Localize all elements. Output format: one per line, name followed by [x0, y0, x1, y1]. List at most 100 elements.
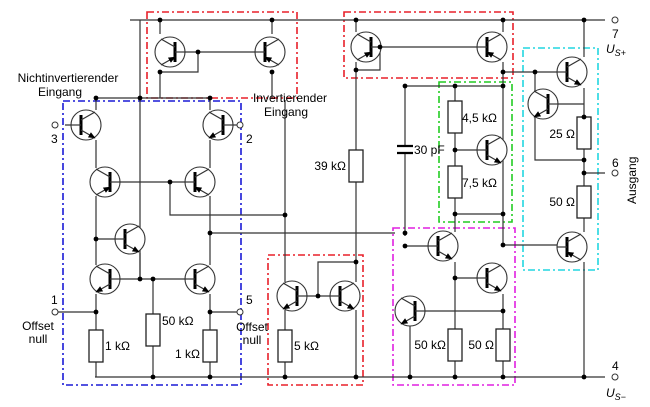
junction-dot	[452, 147, 458, 153]
r-5k-label: 5 kΩ	[294, 339, 319, 353]
pnp-transistor	[154, 36, 186, 68]
pin1-terminal[interactable]	[51, 308, 59, 316]
inverting-label-2: Eingang	[264, 105, 308, 119]
junction-dot	[452, 83, 458, 89]
junction-dot	[93, 236, 99, 242]
capacitor-30pf	[397, 144, 413, 155]
junction-dot	[315, 293, 321, 299]
npn-transistor	[114, 223, 146, 255]
junction-dot	[207, 374, 213, 380]
resistor-5k	[277, 329, 293, 363]
vbe-multiplier-box	[438, 81, 513, 223]
pin3-terminal[interactable]	[51, 121, 59, 129]
junction-dot	[207, 230, 213, 236]
junction-dot	[282, 374, 288, 380]
junction-dot	[500, 242, 506, 248]
junction-dot	[269, 17, 275, 23]
r-50k-out-label: 50 kΩ	[414, 338, 446, 352]
resistor-25	[576, 116, 592, 150]
r-50-out-label: 50 Ω	[468, 338, 494, 352]
junction-dot	[581, 17, 587, 23]
junction-dot	[150, 276, 156, 282]
r-1k-right-label: 1 kΩ	[175, 347, 200, 361]
pnp-transistor	[89, 166, 121, 198]
pin6-terminal[interactable]	[611, 169, 619, 177]
inverting-label-1: Invertierender	[253, 91, 327, 105]
junction-dot	[93, 309, 99, 315]
current-mirror-box-top-left	[146, 11, 298, 99]
junction-dot	[532, 69, 538, 75]
supply-neg-label: US−	[606, 386, 626, 402]
junction-dot	[500, 17, 506, 23]
junction-dot	[207, 95, 213, 101]
emitter-arrow-icon	[87, 132, 96, 139]
pin2-terminal[interactable]	[236, 121, 244, 129]
terminals	[51, 16, 619, 381]
npn-transistor	[70, 109, 102, 141]
pin7-terminal[interactable]	[611, 16, 619, 24]
pnp-transistor	[476, 31, 508, 63]
emitter-arrow-icon	[131, 246, 140, 253]
r-1k-left-label: 1 kΩ	[105, 339, 130, 353]
pnp-transistor	[556, 231, 588, 263]
c-30p-label: 30 pF	[414, 143, 445, 157]
emitter-arrow-icon	[208, 132, 217, 139]
pin4-terminal[interactable]	[611, 373, 619, 381]
current-mirror-box-bottom	[267, 254, 364, 386]
emitter-arrow-icon	[363, 51, 372, 58]
pin1-label: 1	[51, 293, 58, 307]
resistor-7-5k	[447, 165, 463, 199]
resistor-50k-mid	[145, 313, 161, 347]
emitter-arrow-icon	[444, 253, 453, 260]
junction-dot	[402, 83, 408, 89]
junction-dot	[500, 69, 506, 75]
junction-dot	[500, 374, 506, 380]
junction-dot	[353, 374, 359, 380]
offset-null-left-1: Offset	[22, 319, 54, 333]
emitter-arrow-icon	[95, 286, 104, 293]
junction-dot	[157, 69, 163, 75]
junction-dot	[407, 374, 413, 380]
emitter-arrow-icon	[282, 303, 291, 310]
junction-dot	[167, 179, 173, 185]
junction-dot	[402, 230, 408, 236]
offset-null-right-2: null	[243, 333, 262, 347]
npn-transistor	[89, 263, 121, 295]
emitter-arrow-icon	[486, 51, 495, 58]
pnp-transistor	[254, 36, 286, 68]
r-4-5k-label: 4,5 kΩ	[462, 111, 497, 125]
pin4-label: 4	[612, 359, 619, 373]
junction-dot	[207, 309, 213, 315]
resistor-4-5k	[447, 100, 463, 134]
emitter-arrow-icon	[493, 157, 502, 164]
pin6-label: 6	[612, 156, 619, 170]
r-50k-mid-label: 50 kΩ	[162, 314, 194, 328]
npn-transistor	[427, 230, 459, 262]
emitter-arrow-icon	[201, 286, 210, 293]
input-stage-box	[62, 100, 242, 386]
junction-dot	[137, 276, 143, 282]
pnp-transistor	[184, 166, 216, 198]
junction-dots	[93, 17, 587, 380]
emitter-arrow-icon	[194, 186, 203, 193]
gain-stage-box	[392, 227, 516, 386]
r-50-cyan-label: 50 Ω	[549, 195, 575, 209]
junction-dot	[402, 243, 408, 249]
junction-dot	[353, 17, 359, 23]
resistor-50-out	[495, 328, 511, 362]
r-7-5k-label: 7,5 kΩ	[462, 176, 497, 190]
junction-dot	[500, 83, 506, 89]
transistors	[70, 31, 588, 327]
resistor-39k	[348, 149, 364, 183]
pin2-label: 2	[246, 132, 253, 146]
resistor-50k-out	[447, 328, 463, 362]
junction-dot	[353, 259, 359, 265]
junction-dot	[353, 67, 359, 73]
pin5-terminal[interactable]	[236, 308, 244, 316]
npn-transistor	[276, 280, 308, 312]
npn-transistor	[527, 88, 559, 120]
pin7-label: 7	[612, 27, 619, 41]
non-inverting-label-1: Nichtinvertierender	[18, 71, 119, 85]
junction-dot	[500, 211, 506, 217]
non-inverting-label-2: Eingang	[38, 85, 82, 99]
